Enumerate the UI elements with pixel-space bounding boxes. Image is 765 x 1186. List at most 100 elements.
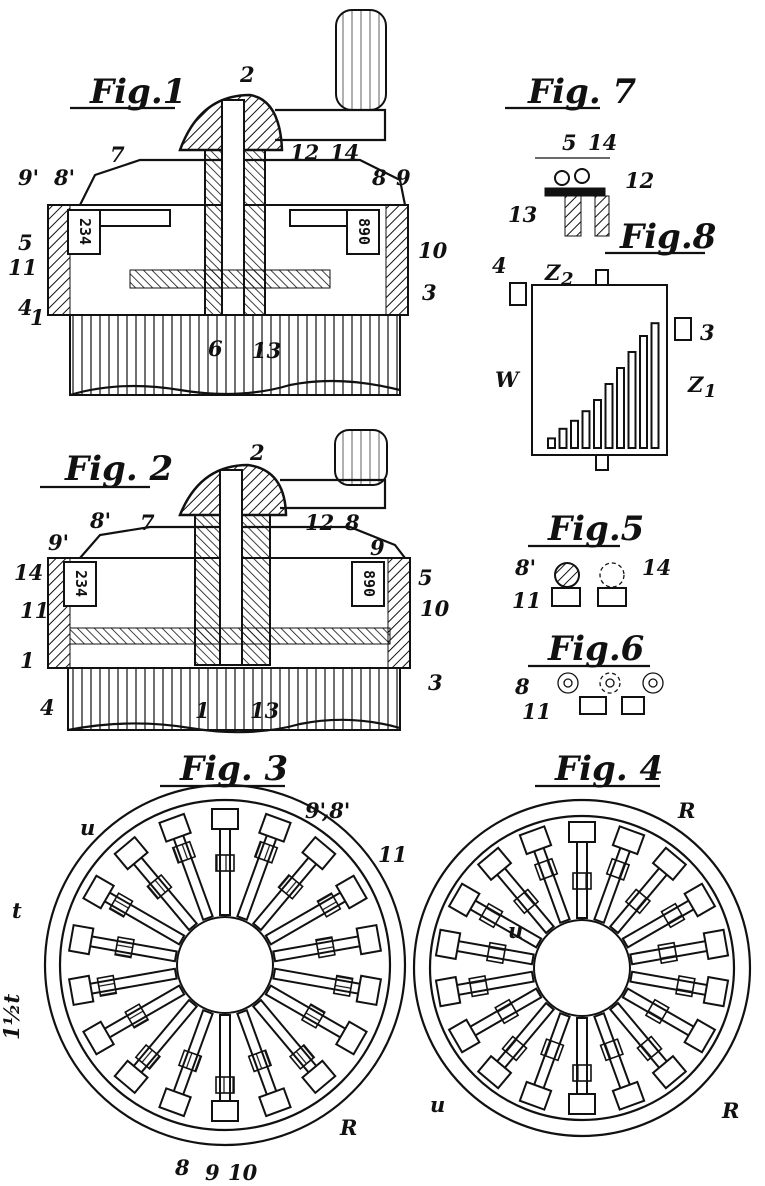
figure-3: Fig. 3 9' ,8' 11 u t 1½t R 8 9 10 — [0, 749, 407, 1185]
fig8-bar — [558, 427, 568, 449]
fig8-bar — [604, 383, 614, 449]
svg-text:5: 5 — [18, 230, 33, 255]
fig2-counter-left-digits: 234 — [72, 570, 90, 597]
fig3-radial-levers — [67, 808, 383, 1122]
fig2-counter-right — [351, 561, 385, 607]
fig1-counter-right-digits: 890 — [355, 218, 373, 245]
fig1-title: Fig.1 — [89, 72, 186, 112]
svg-text:u: u — [430, 1092, 445, 1117]
radial-lever — [113, 835, 199, 932]
radial-lever — [447, 882, 543, 949]
fig8-gear-4 — [509, 282, 527, 306]
svg-text:13: 13 — [250, 698, 279, 723]
svg-text:1½t: 1½t — [0, 993, 24, 1040]
fig6-reference-labels: 8 11 — [514, 674, 551, 724]
fig1-counter-right — [346, 209, 380, 255]
svg-text:9': 9' — [18, 165, 39, 190]
svg-text:11: 11 — [8, 255, 37, 280]
svg-text:13: 13 — [508, 202, 537, 227]
svg-text:R: R — [721, 1098, 739, 1123]
svg-text:8': 8' — [514, 555, 536, 580]
fig8-title: Fig.8 — [619, 217, 716, 257]
svg-text:R: R — [339, 1115, 357, 1140]
figure-2: Fig. 2 234 890 2 8' 7 12 8 9 9' 14 5 — [14, 429, 450, 734]
radial-lever — [211, 1014, 239, 1122]
radial-lever — [211, 808, 239, 916]
radial-lever — [568, 1017, 596, 1115]
fig3-inner-ring — [58, 798, 392, 1132]
fig8-bar — [547, 437, 556, 449]
svg-text:3: 3 — [422, 280, 437, 305]
fig1-ribbed-base — [69, 314, 401, 396]
svg-text:4: 4 — [18, 295, 33, 320]
radial-lever — [518, 825, 571, 925]
fig2-counter-left — [63, 561, 97, 607]
radial-lever — [272, 923, 383, 963]
radial-lever — [264, 874, 368, 946]
fig2-title: Fig. 2 — [64, 449, 173, 489]
svg-text:7: 7 — [110, 142, 125, 167]
svg-text:1: 1 — [704, 381, 717, 402]
svg-text:1: 1 — [20, 648, 35, 673]
fig8-bar — [616, 367, 625, 449]
svg-text:12: 12 — [625, 168, 654, 193]
svg-text:4: 4 — [40, 695, 55, 720]
svg-text:14: 14 — [642, 555, 671, 580]
svg-text:9: 9 — [396, 165, 411, 190]
svg-text:10: 10 — [420, 596, 450, 621]
fig8-step-bars — [547, 322, 660, 450]
radial-lever — [251, 998, 337, 1095]
fig4-center-hub — [533, 919, 631, 1017]
svg-text:6: 6 — [208, 336, 223, 361]
svg-text:5: 5 — [418, 565, 433, 590]
radial-lever — [158, 812, 214, 922]
svg-text:u: u — [80, 815, 95, 840]
svg-text:8: 8 — [371, 165, 387, 190]
radial-lever — [476, 846, 556, 935]
svg-text:2: 2 — [249, 440, 265, 465]
svg-text:8': 8' — [53, 165, 75, 190]
fig4-title: Fig. 4 — [554, 749, 663, 789]
radial-lever — [434, 970, 535, 1008]
svg-text:9: 9 — [370, 535, 385, 560]
fig4-inner-ring — [428, 814, 736, 1122]
fig7-title: Fig. 7 — [527, 72, 637, 112]
fig8-bar — [593, 399, 602, 449]
fig7-pin-14 — [574, 168, 590, 184]
svg-text:2: 2 — [239, 62, 255, 87]
radial-lever — [264, 984, 368, 1056]
figure-1: Fig.1 234 890 2 7 12 14 — [8, 9, 448, 397]
radial-lever — [113, 998, 199, 1095]
fig3-title: Fig. 3 — [179, 749, 288, 789]
svg-text:11: 11 — [378, 842, 407, 867]
radial-lever — [621, 987, 717, 1054]
figure-6: Fig.6 8 11 — [514, 629, 664, 724]
radial-lever — [447, 987, 543, 1054]
svg-text:14: 14 — [14, 560, 43, 585]
fig8-bar — [570, 419, 579, 449]
fig8-bar — [581, 410, 591, 450]
radial-lever — [593, 825, 646, 925]
svg-text:11: 11 — [522, 699, 551, 724]
svg-text:9': 9' — [48, 530, 69, 555]
svg-text:9': 9' — [305, 798, 326, 823]
fig1-reference-labels: 2 7 12 14 9' 8' 8 9 5 11 10 4 3 1 6 13 — [8, 62, 448, 363]
radial-lever — [67, 967, 178, 1007]
fig5-title: Fig.5 — [547, 509, 644, 549]
svg-text:9: 9 — [205, 1160, 220, 1185]
svg-text:,8': ,8' — [321, 798, 350, 823]
radial-lever — [608, 846, 688, 935]
figure-5: Fig.5 8' 14 11 — [512, 509, 671, 613]
radial-lever — [67, 923, 178, 963]
fig3-reference-labels: 9' ,8' 11 u t 1½t R 8 9 10 — [0, 798, 407, 1185]
fig2-reference-labels: 2 8' 7 12 8 9 9' 14 5 11 10 1 4 1 13 3 — [14, 440, 450, 723]
fig5-reference-labels: 8' 14 11 — [512, 555, 671, 613]
svg-text:14: 14 — [588, 130, 617, 155]
radial-lever — [236, 812, 292, 922]
svg-text:8: 8 — [174, 1155, 190, 1180]
fig8-gear-3 — [674, 317, 692, 341]
radial-lever — [608, 1001, 688, 1090]
